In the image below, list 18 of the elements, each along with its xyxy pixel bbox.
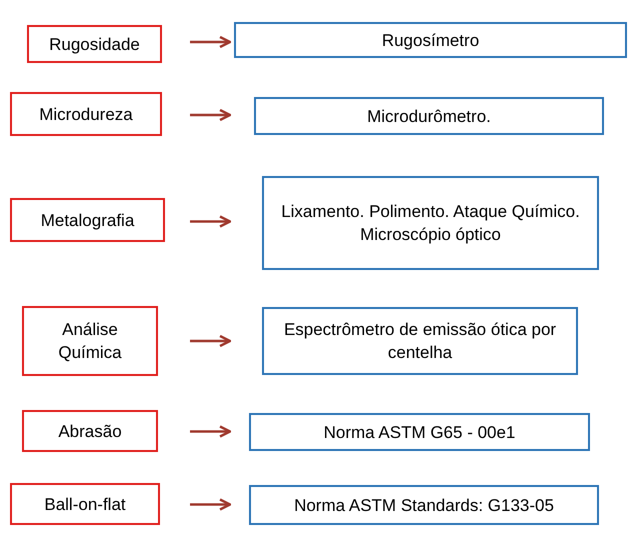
method-box: Rugosímetro: [234, 22, 627, 58]
arrow: [190, 108, 232, 122]
method-box: Norma ASTM Standards: G133-05: [249, 485, 599, 525]
arrow: [190, 498, 232, 511]
topic-box: Metalografia: [10, 198, 165, 242]
method-box: Lixamento. Polimento. Ataque Químico. Microscópio óptico: [262, 176, 599, 270]
method-box: Espectrômetro de emissão ótica por centelha: [262, 307, 578, 375]
method-box: Microdurômetro.: [254, 97, 604, 135]
topic-box: Análise Química: [22, 306, 158, 376]
arrow: [190, 215, 232, 228]
topic-box: Abrasão: [22, 410, 158, 452]
topic-box: Microdureza: [10, 92, 162, 136]
topic-box: Rugosidade: [27, 25, 162, 63]
method-box: Norma ASTM G65 - 00e1: [249, 413, 590, 451]
arrow: [190, 36, 232, 48]
arrow: [190, 425, 232, 438]
arrow: [190, 334, 232, 348]
topic-box: Ball-on-flat: [10, 483, 160, 525]
